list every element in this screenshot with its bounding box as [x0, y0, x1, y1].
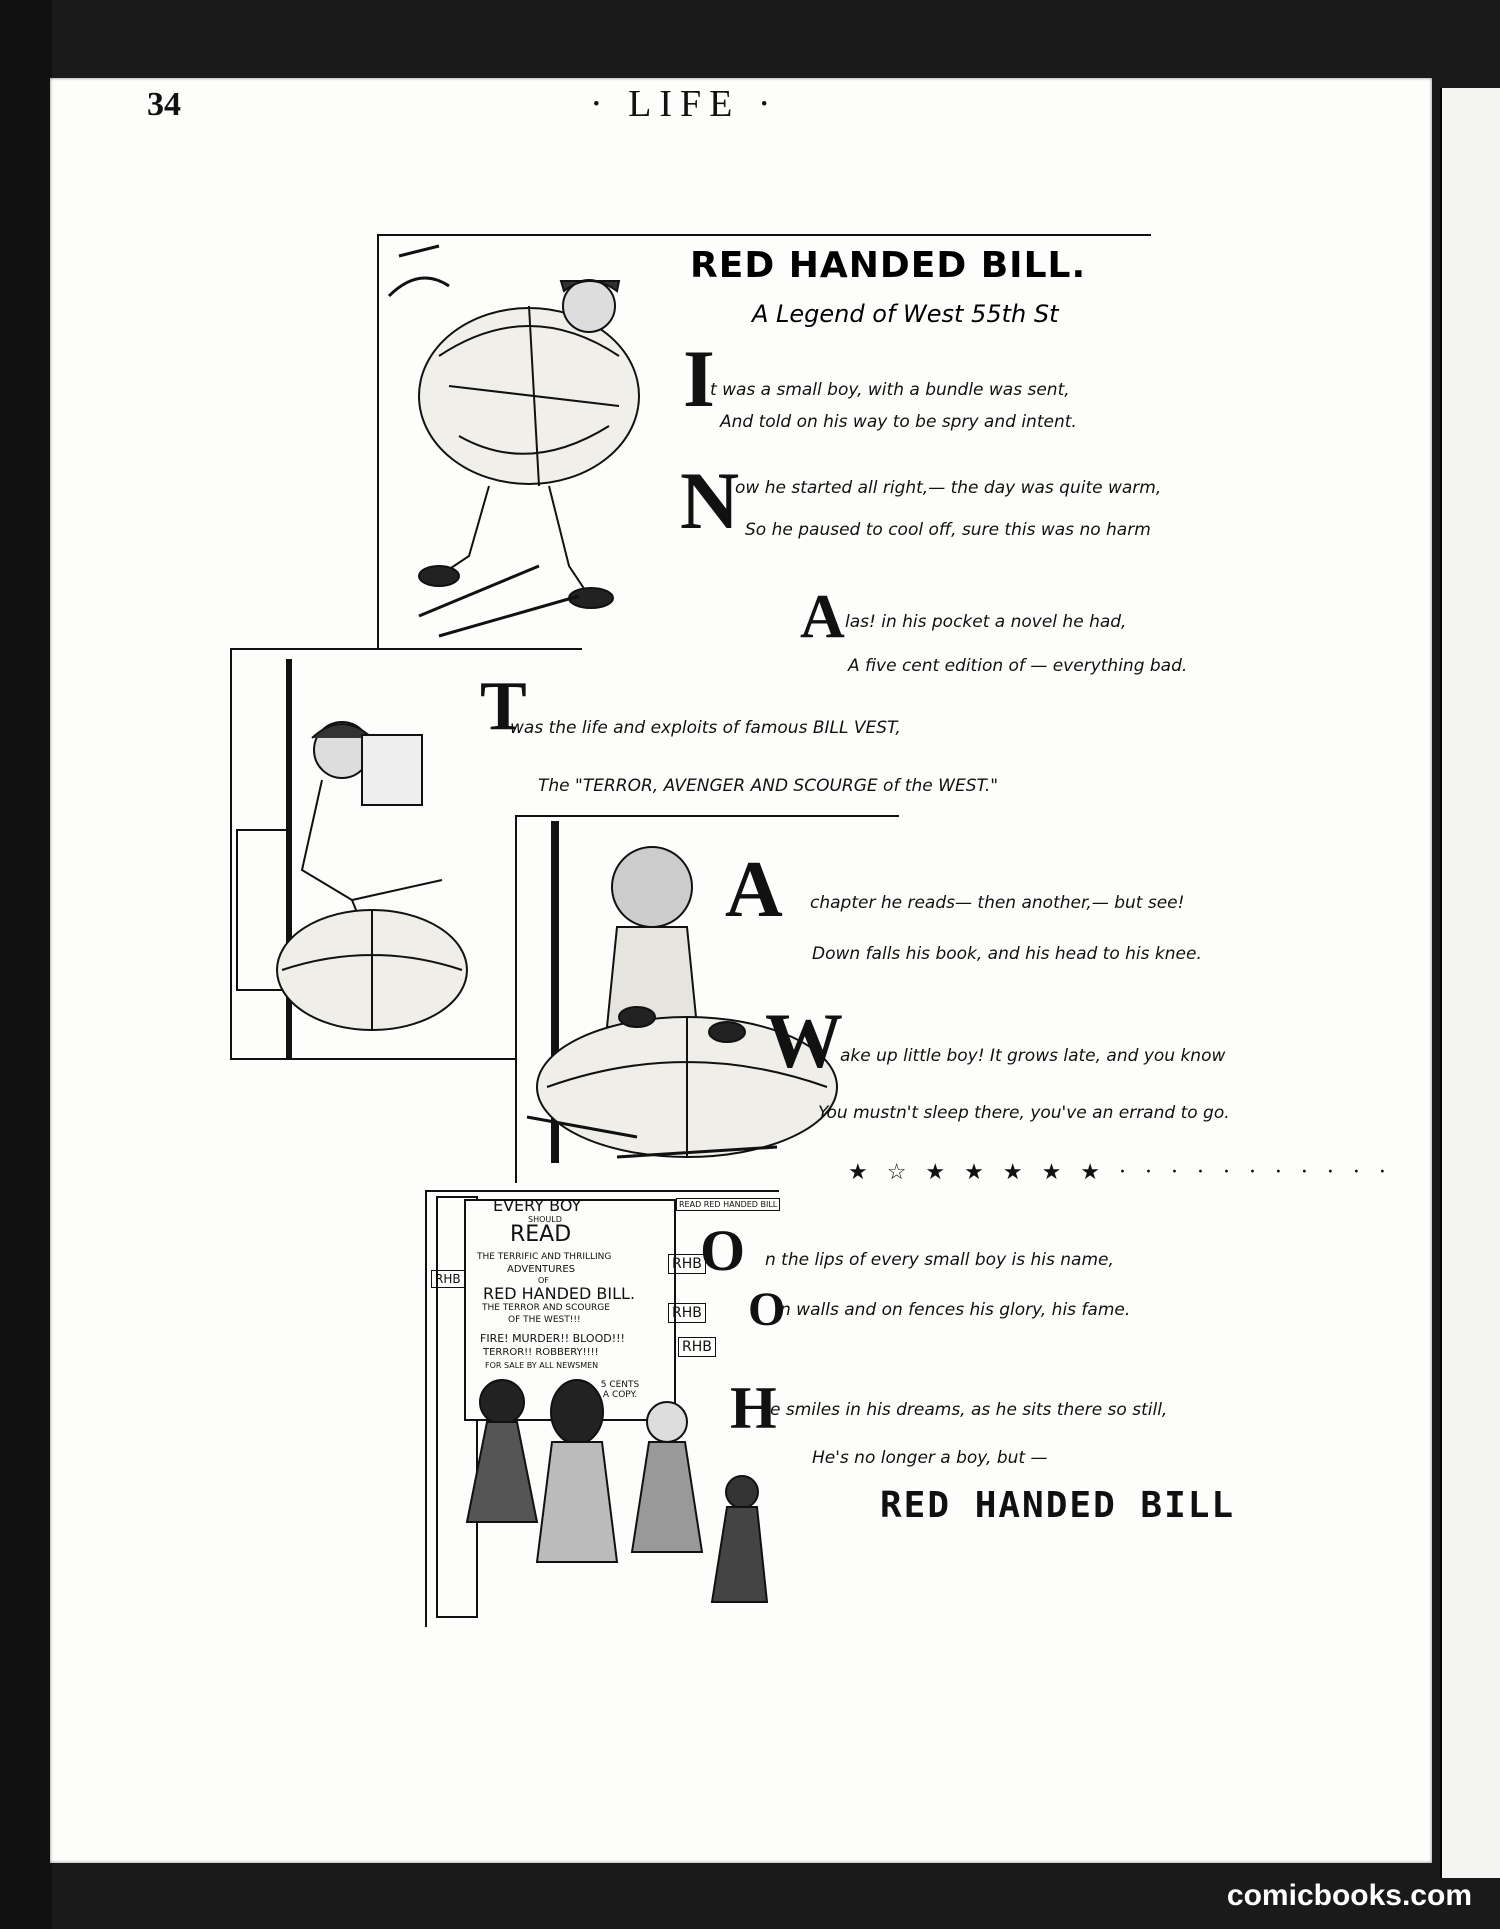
- watermark: comicbooks.com: [1226, 1879, 1472, 1912]
- drop-cap-h: H: [730, 1375, 777, 1441]
- stanza-9-line-2: He's no longer a boy, but —: [812, 1448, 1048, 1468]
- illustration-poster-scene: [425, 1190, 779, 1627]
- drop-cap-o: O: [700, 1218, 746, 1283]
- stanza-1-line-1: t was a small boy, with a bundle was sen…: [710, 380, 1070, 400]
- poster-line-terror-robbery: TERROR!! ROBBERY!!!!: [483, 1347, 599, 1358]
- poster-line-should: SHOULD: [528, 1215, 562, 1224]
- poster-line-terrific: THE TERRIFIC AND THRILLING: [477, 1252, 612, 1262]
- poster-price: 5 CENTS A COPY.: [600, 1380, 640, 1400]
- rhb-tag: RHB: [668, 1303, 706, 1323]
- stanza-2-line-1: ow he started all right,— the day was qu…: [735, 478, 1162, 498]
- rhb-tag: RHB: [431, 1270, 465, 1288]
- stanza-8-line-1: n walls and on fences his glory, his fam…: [780, 1300, 1131, 1320]
- sketch-boy-reading: [236, 659, 468, 1058]
- drop-cap-t: T: [480, 668, 527, 745]
- sketch-children-at-poster: [436, 1196, 769, 1618]
- stars-divider: ★ ☆ ★ ★ ★ ★ ★ · · · · · · · · · · ·: [848, 1160, 1392, 1185]
- stanza-6-line-2: You mustn't sleep there, you've an erran…: [818, 1103, 1230, 1123]
- stanza-5-line-1: chapter he reads— then another,— but see…: [810, 893, 1185, 913]
- stanza-5-line-2: Down falls his book, and his head to his…: [812, 944, 1202, 964]
- stanza-4-line-1: was the life and exploits of famous BILL…: [510, 718, 901, 738]
- stanza-3-line-1: las! in his pocket a novel he had,: [845, 612, 1127, 632]
- stanza-4-line-2: The "TERROR, AVENGER AND SCOURGE of the …: [538, 776, 999, 796]
- drop-cap-a: A: [800, 583, 845, 651]
- stanza-7-line-1: n the lips of every small boy is his nam…: [765, 1250, 1114, 1270]
- illustration-boy-asleep: [515, 815, 899, 1183]
- scan-background: [0, 0, 52, 1929]
- rhb-tag: RHB: [668, 1254, 706, 1274]
- illustration-boy-with-bundle: [377, 234, 1151, 648]
- drop-cap-w: W: [765, 997, 843, 1084]
- poster-line-of-the-west: OF THE WEST!!!: [508, 1315, 581, 1325]
- stanza-1-line-2: And told on his way to be spry and inten…: [720, 412, 1077, 432]
- drop-cap-o-2: O: [748, 1283, 786, 1336]
- poem-subtitle: A Legend of West 55th St: [752, 300, 1059, 328]
- poem-title: RED HANDED BILL.: [690, 245, 1087, 286]
- stanza-9-line-1: e smiles in his dreams, as he sits there…: [770, 1400, 1168, 1420]
- stanza-6-line-1: ake up little boy! It grows late, and yo…: [840, 1046, 1226, 1066]
- running-head: · LIFE ·: [590, 83, 779, 125]
- stanza-3-line-2: A five cent edition of — everything bad.: [848, 656, 1188, 676]
- drop-cap-i: I: [683, 333, 715, 424]
- poster-line-terror-scourge: THE TERROR AND SCOURGE: [482, 1303, 610, 1313]
- adjacent-page-edge: [1440, 88, 1500, 1878]
- poster-line-read: READ: [510, 1222, 572, 1247]
- poster-line-adventures: ADVENTURES: [507, 1264, 576, 1275]
- sketch-boy-bundle: [387, 244, 640, 638]
- poster-line-for-sale: FOR SALE BY ALL NEWSMEN: [485, 1361, 599, 1370]
- poster-small-sign: READ RED HANDED BILL: [676, 1198, 781, 1211]
- sketch-boy-asleep: [526, 821, 838, 1163]
- drop-cap-a-2: A: [725, 846, 783, 934]
- rhb-tag: RHB: [678, 1337, 716, 1357]
- stanza-2-line-2: So he paused to cool off, sure this was …: [745, 520, 1151, 540]
- poster-line-fire-murder: FIRE! MURDER!! BLOOD!!!: [480, 1332, 625, 1345]
- red-handed-bill-sign: RED HANDED BILL: [880, 1485, 1236, 1526]
- page-number: 34: [147, 86, 181, 123]
- drop-cap-n: N: [680, 455, 740, 546]
- poster-line-every-boy: EVERY BOY: [493, 1196, 582, 1215]
- poster-line-red-handed-bill: RED HANDED BILL.: [483, 1284, 636, 1303]
- poster-line-of: OF: [538, 1276, 549, 1285]
